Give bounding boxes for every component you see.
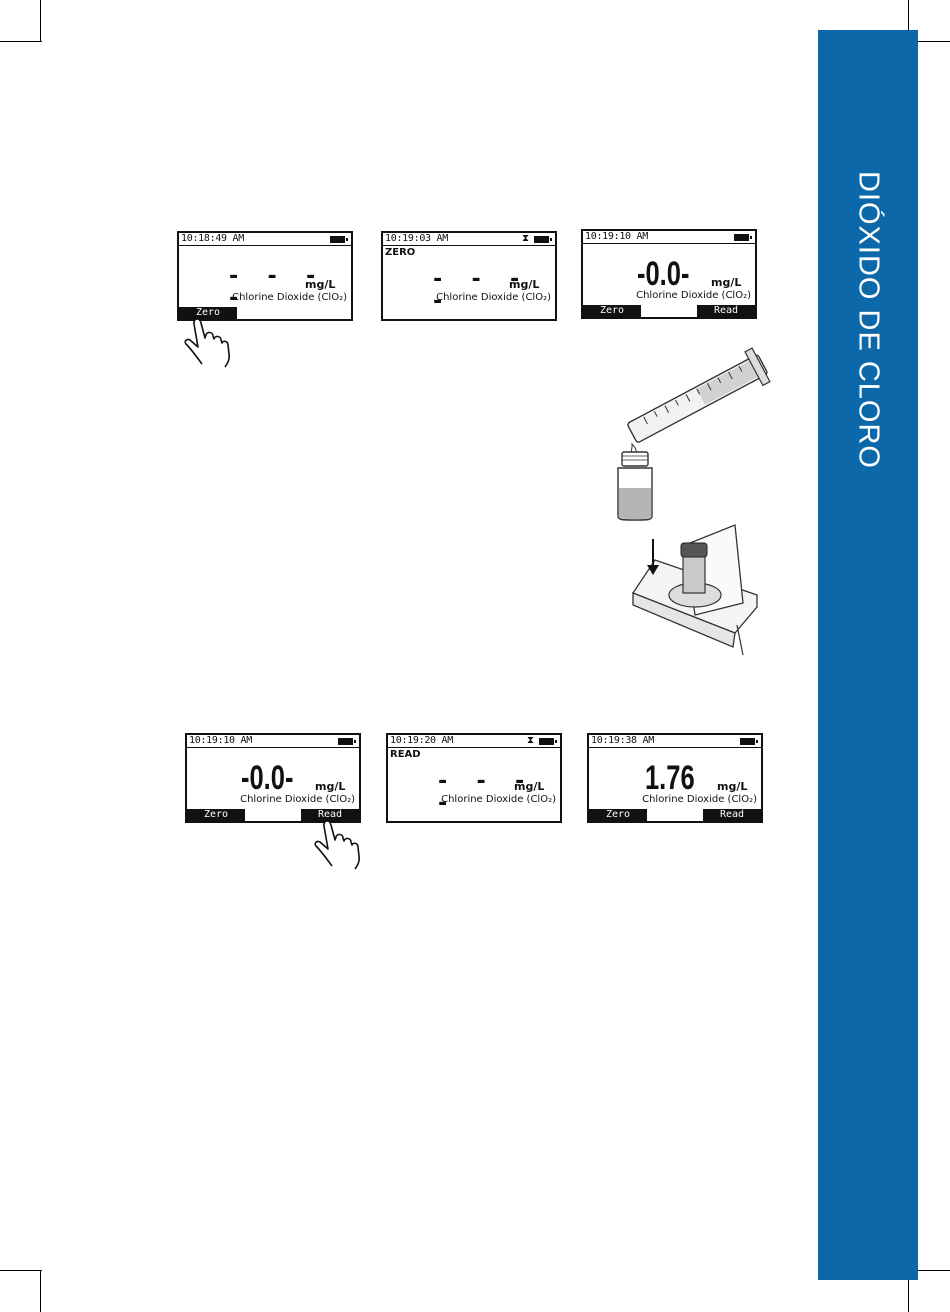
status-bar: 10:19:38 AM [589,735,761,748]
parameter-label: Chlorine Dioxide (ClO₂) [636,290,751,301]
parameter-label: Chlorine Dioxide (ClO₂) [232,292,347,303]
battery-icon [734,234,752,241]
parameter-label: Chlorine Dioxide (ClO₂) [240,794,355,805]
crop-mark [908,1270,950,1271]
crop-mark [0,1270,42,1271]
clock: 10:19:10 AM [585,231,648,242]
crop-mark [40,0,41,42]
graduated-cylinder-icon [627,347,771,455]
clock: 10:19:10 AM [189,735,252,746]
status-bar: 10:19:03 AM ⧗ [383,233,555,246]
status-bar: 10:19:10 AM [583,231,755,244]
section-tab-title: DIÓXIDO DE CLORO [852,171,885,469]
section-tab: DIÓXIDO DE CLORO [818,30,918,1280]
battery-icon [338,738,356,745]
read-softkey[interactable]: Read [697,305,755,317]
battery-icon [740,738,758,745]
clock: 10:19:20 AM [390,735,453,746]
reading-display: - - - - [431,267,528,314]
meter-screen-zeroed: 10:19:10 AM -0.0- mg/L Chlorine Dioxide … [581,229,757,319]
battery-icon [534,236,552,243]
hourglass-icon: ⧗ [526,735,534,746]
mode-label: READ [390,749,421,760]
meter-screen-zeroing: 10:19:03 AM ⧗ ZERO - - - - mg/L Chlorine… [381,231,557,321]
reading-display: - - - - [436,769,533,816]
parameter-label: Chlorine Dioxide (ClO₂) [436,292,551,303]
hand-pointer-icon [314,820,360,870]
reading-display: - - - - [227,264,324,311]
parameter-label: Chlorine Dioxide (ClO₂) [441,794,556,805]
battery-icon [330,236,348,243]
crop-mark [908,0,909,42]
unit-label: mg/L [509,278,540,291]
meter-screen-result: 10:19:38 AM 1.76 mg/L Chlorine Dioxide (… [587,733,763,823]
unit-label: mg/L [514,780,545,793]
reading-display: -0.0- [241,759,294,797]
meter-screen-read-ready: 10:19:10 AM -0.0- mg/L Chlorine Dioxide … [185,733,361,823]
battery-icon [539,738,557,745]
zero-softkey[interactable]: Zero [179,307,237,319]
zero-softkey[interactable]: Zero [589,809,647,821]
clock: 10:19:38 AM [591,735,654,746]
status-bar: 10:19:10 AM [187,735,359,748]
meter-screen-zero-ready: 10:18:49 AM - - - - mg/L Chlorine Dioxid… [177,231,353,321]
clock: 10:19:03 AM [385,233,448,244]
zero-softkey[interactable]: Zero [583,305,641,317]
hourglass-icon: ⧗ [521,233,529,244]
meter-insert-vial-icon [632,524,758,656]
unit-label: mg/L [305,278,336,291]
crop-mark [40,1270,41,1312]
status-bar: 10:18:49 AM [179,233,351,246]
hand-pointer-icon [184,318,230,368]
reading-display: -0.0- [637,255,690,293]
unit-label: mg/L [711,276,742,289]
clock: 10:18:49 AM [181,233,244,244]
crop-mark [0,41,42,42]
unit-label: mg/L [717,780,748,793]
mode-label: ZERO [385,247,416,258]
status-bar: 10:19:20 AM ⧗ [388,735,560,748]
crop-mark [908,41,950,42]
unit-label: mg/L [315,780,346,793]
reading-display: 1.76 [645,759,695,797]
parameter-label: Chlorine Dioxide (ClO₂) [642,794,757,805]
zero-softkey[interactable]: Zero [187,809,245,821]
read-softkey[interactable]: Read [301,809,359,821]
meter-screen-reading: 10:19:20 AM ⧗ READ - - - - mg/L Chlorine… [386,733,562,823]
crop-mark [908,1270,909,1312]
read-softkey[interactable]: Read [703,809,761,821]
sample-vial-icon [617,451,653,521]
